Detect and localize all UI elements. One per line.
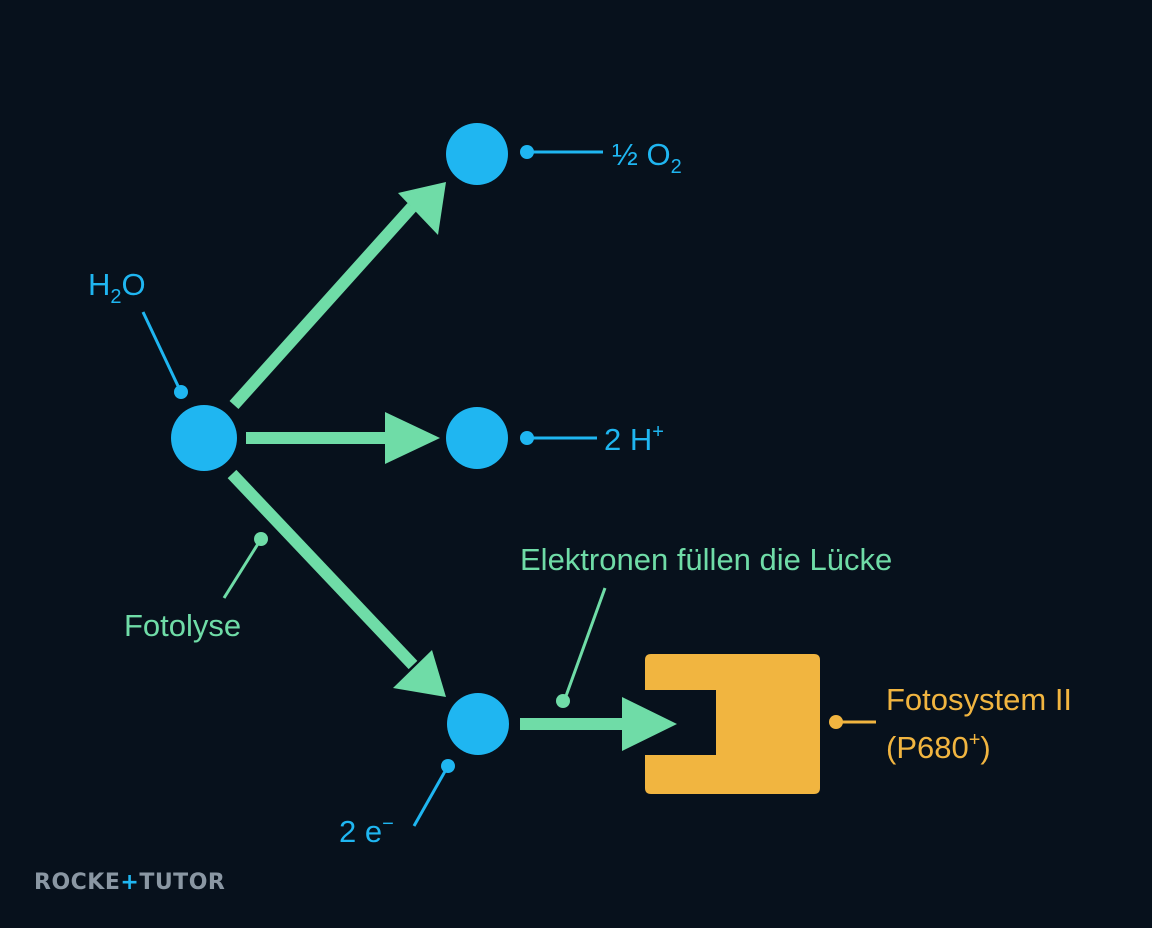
elektronen-connector bbox=[556, 587, 607, 708]
protons-node bbox=[446, 407, 508, 469]
photosystem-block bbox=[645, 654, 820, 794]
electrons-node bbox=[447, 693, 509, 755]
water-connector bbox=[141, 311, 188, 399]
fotolyse-label: Fotolyse bbox=[124, 608, 241, 643]
photosystem-label-line1: Fotosystem II bbox=[886, 682, 1072, 717]
elektronen-label: Elektronen füllen die Lücke bbox=[520, 542, 892, 577]
photosystem-connector bbox=[829, 715, 876, 729]
photosystem-label-line2: (P680+) bbox=[886, 729, 991, 765]
electrons-connector bbox=[412, 759, 455, 827]
arrow-to-oxygen bbox=[229, 182, 446, 410]
oxygen-label: ½ O2 bbox=[612, 137, 682, 178]
protons-label: 2 H+ bbox=[604, 421, 664, 457]
brand-logo: ROCKE+TUTOR bbox=[34, 870, 226, 895]
water-node bbox=[171, 405, 237, 471]
water-label: H2O bbox=[88, 267, 146, 308]
oxygen-connector bbox=[520, 145, 603, 159]
arrow-to-photosystem bbox=[520, 697, 677, 751]
arrow-to-protons bbox=[246, 412, 440, 464]
electrons-label: 2 e− bbox=[339, 813, 394, 849]
protons-connector bbox=[520, 431, 597, 445]
arrow-to-electrons bbox=[227, 469, 446, 697]
fotolyse-connector bbox=[222, 532, 268, 599]
oxygen-node bbox=[446, 123, 508, 185]
